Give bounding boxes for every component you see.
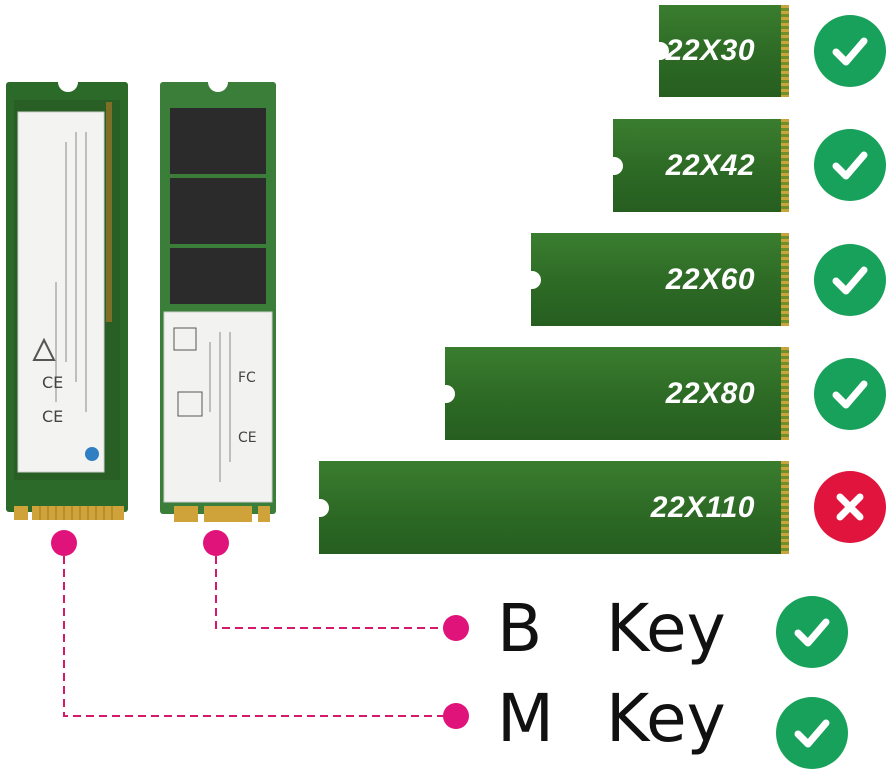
- size-bar-22x60: 22X60: [531, 233, 789, 326]
- size-label: 22X60: [665, 262, 755, 296]
- b-key-connector-dot: [203, 530, 229, 556]
- m-key-connector-dot: [51, 530, 77, 556]
- svg-text:FC: FC: [238, 370, 256, 386]
- b-key-endpoint-dot: [443, 615, 469, 641]
- b-key-word: Key: [606, 590, 726, 667]
- size-bar-22x110: 22X110: [319, 461, 789, 554]
- size-bar-22x42: 22X42: [613, 119, 789, 212]
- check-icon: [814, 15, 886, 87]
- svg-text:CE: CE: [238, 430, 257, 446]
- size-bar-22x80: 22X80: [445, 347, 789, 440]
- check-icon: [776, 596, 848, 668]
- check-icon: [814, 129, 886, 201]
- m-key-word: Key: [606, 680, 726, 757]
- m-key-endpoint-dot: [443, 703, 469, 729]
- check-icon: [776, 697, 848, 769]
- size-label: 22X42: [665, 148, 755, 182]
- check-icon: [814, 244, 886, 316]
- size-label: 22X30: [665, 34, 755, 67]
- size-label: 22X110: [650, 490, 755, 524]
- b-key-letter: B: [497, 590, 543, 667]
- cross-icon: [814, 471, 886, 543]
- svg-text:CE: CE: [42, 373, 63, 392]
- svg-text:CE: CE: [42, 407, 63, 426]
- check-icon: [814, 358, 886, 430]
- b-key-ssd-image: FC CE: [160, 82, 276, 526]
- m-key-letter: M: [497, 680, 554, 757]
- size-label: 22X80: [665, 376, 755, 410]
- size-bar-22x30: 22X30: [659, 5, 789, 97]
- m-key-ssd-image: CE CE: [6, 82, 128, 522]
